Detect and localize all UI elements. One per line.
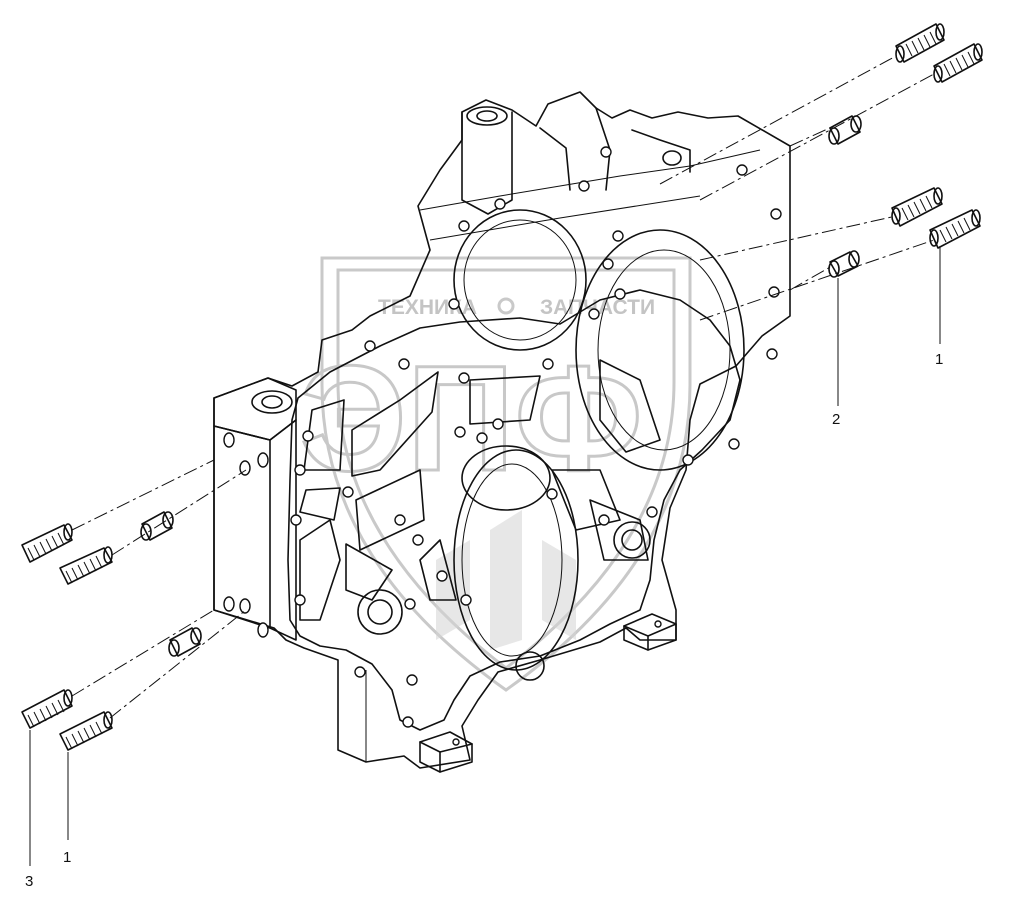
timing-gear-housing xyxy=(213,91,791,773)
watermark-text-right: ЗАПЧАСТИ xyxy=(540,296,655,319)
centerline-left-2 xyxy=(111,469,247,556)
stud-left-upper-1-icon xyxy=(21,523,73,563)
wheat-ear-logo-icon xyxy=(436,510,576,650)
centerline-right-6 xyxy=(789,265,833,291)
bolt-holes xyxy=(290,146,782,728)
callout-2: 2 xyxy=(832,278,840,428)
centerline-right-5 xyxy=(699,239,935,321)
dowel-right-upper-icon xyxy=(828,115,862,145)
dowel-left-upper-icon xyxy=(140,511,174,541)
stud-right-lower-1-icon xyxy=(891,187,943,227)
stud-right-upper-1-icon xyxy=(895,23,945,63)
stud-right-lower-2-icon xyxy=(929,209,981,249)
dowel-right-lower-icon xyxy=(828,250,860,278)
centerline-right-4 xyxy=(699,215,897,261)
centerline-right-1 xyxy=(659,55,897,185)
centerline-left-1 xyxy=(71,459,215,531)
callout-label: 3 xyxy=(25,873,33,890)
stud-left-upper-2-icon xyxy=(59,546,113,585)
centerline-right-3 xyxy=(789,125,835,147)
callout-1-left: 1 xyxy=(63,752,71,866)
callout-3: 3 xyxy=(25,730,33,890)
stud-left-lower-1-icon xyxy=(21,689,73,729)
watermark-gear-icon xyxy=(497,297,515,315)
callout-1-right: 1 xyxy=(935,246,943,368)
centerline-right-2 xyxy=(699,73,935,201)
centerline-left-3 xyxy=(71,609,215,697)
dowel-left-lower-icon xyxy=(168,627,202,657)
callout-label: 1 xyxy=(935,351,943,368)
centerline-left-4 xyxy=(109,609,247,719)
callout-label: 1 xyxy=(63,849,71,866)
callout-label: 2 xyxy=(832,411,840,428)
stud-right-upper-2-icon xyxy=(933,43,983,83)
stud-left-lower-2-icon xyxy=(59,711,113,751)
